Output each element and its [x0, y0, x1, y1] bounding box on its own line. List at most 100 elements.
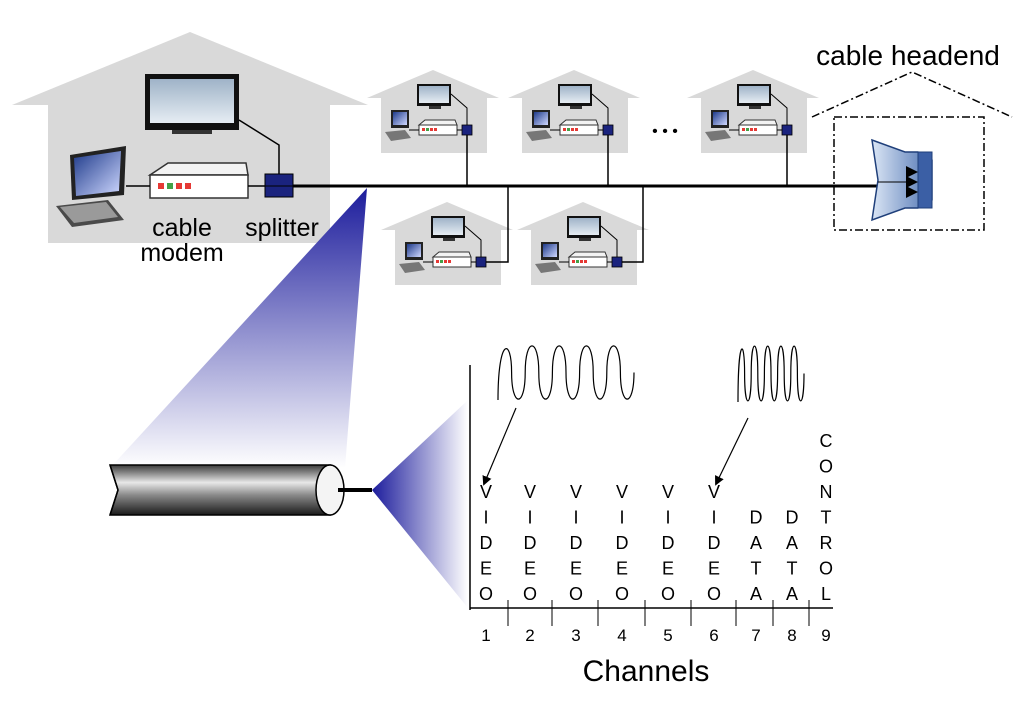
- modem-light: [158, 183, 164, 189]
- channel-letter: O: [523, 584, 537, 604]
- channel-letter: V: [524, 482, 536, 502]
- channel-columns: VIDEO1VIDEO2VIDEO3VIDEO4VIDEO5VIDEO6DATA…: [479, 431, 833, 645]
- headend-dashed-house: [811, 71, 1013, 118]
- channel-letter: E: [662, 559, 674, 579]
- modem-light: [440, 260, 443, 263]
- neighbor-home-shape: [381, 202, 513, 285]
- channel-letter: V: [662, 482, 674, 502]
- channel-number: 4: [617, 626, 626, 645]
- channel-letter: V: [616, 482, 628, 502]
- channel-letter: O: [819, 457, 833, 477]
- channel-letter: R: [820, 533, 833, 553]
- channel-number: 1: [481, 626, 490, 645]
- splitter-box: [461, 124, 473, 136]
- neighbor-home: [508, 70, 640, 186]
- modem-light: [572, 260, 575, 263]
- headend-equipment-icon: [871, 138, 933, 222]
- channel-letter: I: [573, 508, 578, 528]
- modem-light: [176, 183, 182, 189]
- channel-letter: I: [711, 508, 716, 528]
- channel-letter: E: [480, 559, 492, 579]
- television-icon: [737, 84, 771, 109]
- modem-light: [750, 128, 753, 131]
- channel-letter: O: [819, 559, 833, 579]
- modem-light: [434, 128, 437, 131]
- channel-letter: V: [480, 482, 492, 502]
- computer-icon: [535, 242, 561, 273]
- television-icon: [567, 216, 601, 241]
- channel-letter: E: [570, 559, 582, 579]
- channel-letter: C: [820, 431, 833, 451]
- modem-light: [436, 260, 439, 263]
- modem-light: [422, 128, 425, 131]
- channel-number: 9: [821, 626, 830, 645]
- channel-letter: D: [480, 533, 493, 553]
- neighbor-home-shape: [367, 70, 499, 153]
- channel-number: 8: [787, 626, 796, 645]
- channel-number: 7: [751, 626, 760, 645]
- waveform-arrow: [715, 417, 749, 486]
- channel-letter: D: [616, 533, 629, 553]
- channel-number: 6: [709, 626, 718, 645]
- modem-light: [580, 260, 583, 263]
- splitter-box: [611, 256, 623, 268]
- cable-modem-icon: [737, 119, 778, 136]
- low-frequency-waveform: [497, 345, 635, 401]
- drop-cable: [622, 186, 644, 263]
- modem-light: [563, 128, 566, 131]
- neighbor-home-shape: [517, 202, 649, 285]
- channel-letter: O: [479, 584, 493, 604]
- channel-letter: O: [569, 584, 583, 604]
- neighbor-home: [367, 70, 499, 186]
- modem-light: [185, 183, 191, 189]
- channel-letter: A: [786, 533, 798, 553]
- channel-letter: N: [820, 482, 833, 502]
- computer-icon: [705, 110, 731, 141]
- channel-letter: I: [619, 508, 624, 528]
- cable-headend-label: cable headend: [816, 40, 1000, 71]
- channel-letter: A: [786, 584, 798, 604]
- channel-letter: O: [615, 584, 629, 604]
- main-home: cable modem splitter: [12, 32, 368, 267]
- television-icon: [145, 74, 239, 134]
- computer-icon: [56, 146, 126, 227]
- television-icon: [431, 216, 465, 241]
- modem-light: [742, 128, 745, 131]
- channel-letter: I: [665, 508, 670, 528]
- channel-letter: O: [661, 584, 675, 604]
- splitter-box: [781, 124, 793, 136]
- modem-light: [576, 260, 579, 263]
- channel-letter: V: [570, 482, 582, 502]
- modem-light: [584, 260, 587, 263]
- channel-letter: L: [821, 584, 831, 604]
- channel-zoom-beam: [372, 400, 468, 608]
- channel-letter: D: [524, 533, 537, 553]
- neighbor-home-shape: [508, 70, 640, 153]
- drop-cable: [486, 186, 509, 263]
- channel-letter: V: [708, 482, 720, 502]
- splitter-box: [602, 124, 614, 136]
- modem-light: [426, 128, 429, 131]
- computer-icon: [526, 110, 552, 141]
- channel-letter: E: [616, 559, 628, 579]
- channel-letter: D: [708, 533, 721, 553]
- channel-letter: T: [751, 559, 762, 579]
- channel-letter: A: [750, 533, 762, 553]
- cable-modem-icon: [558, 119, 599, 136]
- neighbor-home: [517, 186, 649, 285]
- channels-title: Channels: [583, 655, 710, 688]
- modem-light: [571, 128, 574, 131]
- modem-light: [746, 128, 749, 131]
- channel-letter: T: [821, 508, 832, 528]
- waveform-arrow: [482, 407, 517, 486]
- neighbor-homes: [367, 70, 819, 285]
- channel-letter: E: [524, 559, 536, 579]
- channel-chart: VIDEO1VIDEO2VIDEO3VIDEO4VIDEO5VIDEO6DATA…: [469, 345, 833, 688]
- neighbor-home: [687, 70, 819, 186]
- zoom-beam: [110, 188, 367, 468]
- cable-modem-icon: [431, 251, 472, 268]
- channel-letter: T: [787, 559, 798, 579]
- channel-letter: D: [662, 533, 675, 553]
- channel-letter: I: [527, 508, 532, 528]
